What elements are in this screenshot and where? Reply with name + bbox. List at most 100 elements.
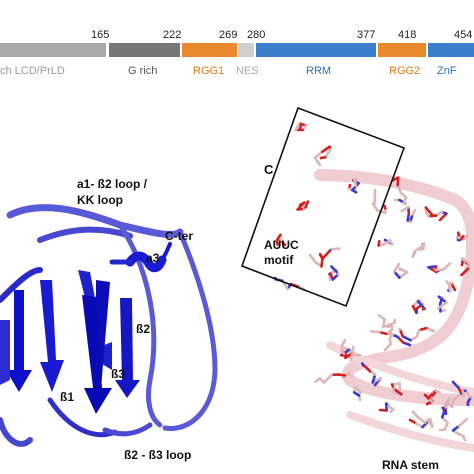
nucleotide-bond (389, 408, 395, 414)
nucleotide-sticks (273, 122, 473, 442)
nucleotide-bond (353, 178, 358, 188)
nucleotide-bond (275, 233, 282, 243)
domain-bar (0, 43, 474, 57)
label-nes: NES (236, 65, 259, 77)
segment-lcd-prld (0, 43, 106, 57)
nucleotide-bond (416, 299, 426, 311)
nucleotide-bond (421, 307, 426, 311)
nucleotide-bond (427, 418, 434, 429)
nucleotide-bond (349, 352, 354, 362)
label-c-ter: C-ter (165, 229, 194, 243)
label-rna-stem: RNA stem (382, 458, 439, 472)
segment-rgg1 (182, 43, 237, 57)
label-c: C (264, 162, 274, 177)
auuc-motif-box (240, 106, 406, 308)
label-auuc: AUUC (264, 238, 299, 252)
nucleotide-bond (381, 239, 392, 247)
nucleotide-bond (464, 389, 473, 399)
nucleotide-bond (294, 123, 300, 132)
nucleotide-bond (371, 373, 377, 384)
nucleotide-bond (440, 415, 449, 425)
label-motif: motif (264, 253, 294, 267)
label-rgg2: RGG2 (389, 65, 421, 77)
segment-rgg2 (378, 43, 426, 57)
nucleotide-bond (398, 270, 409, 279)
nucleotide-bond (340, 349, 346, 356)
label-lcd-prld: ch LCD/PrLD (0, 65, 65, 77)
nucleotide-bond (308, 253, 318, 264)
nucleotide-bond (445, 280, 451, 287)
nucleotide-bond (437, 301, 448, 310)
position-418: 418 (398, 29, 417, 41)
nucleotide-bond (392, 262, 401, 273)
nucleotide-bond (454, 430, 465, 438)
nucleotide-bond (392, 270, 401, 279)
label-b3: ß3 (111, 367, 126, 381)
segment-g-rich (109, 43, 180, 57)
nucleotide-bond (391, 176, 400, 182)
nucleotide-bond (330, 265, 339, 274)
segment-rrm (256, 43, 376, 57)
position-454: 454 (454, 29, 473, 41)
nucleotide-bond (319, 155, 327, 160)
position-377: 377 (357, 29, 376, 41)
label-rgg1: RGG1 (193, 65, 225, 77)
rna-structure (240, 106, 474, 452)
nucleotide-bond (442, 262, 452, 271)
nucleotide-bond (425, 326, 436, 333)
protein-ribbon (0, 204, 218, 447)
nucleotide-bond (424, 206, 434, 217)
nucleotide-bond (330, 247, 341, 251)
nucleotide-bond (371, 202, 379, 212)
label-znf: ZnF (437, 65, 457, 77)
label-a1-b2-loop: a1- ß2 loop / (77, 177, 148, 191)
segment-znf (428, 43, 474, 57)
nucleotide-bond (460, 267, 470, 277)
nucleotide-bond (414, 328, 421, 339)
position-269: 269 (219, 29, 238, 41)
label-kk-loop: KK loop (77, 193, 123, 207)
nucleotide-bond (313, 156, 322, 167)
label-a3: a3 (146, 251, 160, 265)
nucleotide-bond (457, 417, 468, 428)
nucleotide-bond (413, 245, 423, 253)
position-222: 222 (163, 29, 182, 41)
nucleotide-bond (438, 212, 448, 222)
nucleotide-bond (322, 373, 334, 384)
label-rrm: RRM (306, 65, 332, 77)
nucleotide-bond (441, 406, 448, 416)
nucleotide-bond (383, 342, 393, 352)
nucleotide-bond (460, 235, 465, 241)
nucleotide-bond (435, 389, 442, 394)
nucleotide-bond (321, 145, 331, 154)
segment-nes (238, 43, 254, 57)
nucleotide-bond (314, 377, 322, 384)
label-g-rich: G rich (128, 65, 158, 77)
nucleotide-bond (323, 148, 332, 159)
nucleotide-bond (321, 248, 332, 260)
nucleotide-bond (437, 295, 448, 305)
nucleotide-bond (460, 257, 471, 265)
label-b2-b3-loop: ß2 - ß3 loop (124, 448, 192, 462)
nucleotide-bond (377, 239, 381, 247)
nucleotide-bond (304, 200, 310, 209)
nucleotide-bond (396, 335, 405, 344)
nucleotide-bond (352, 391, 361, 397)
nucleotide-bond (400, 205, 411, 213)
nucleotide-bond (360, 362, 365, 367)
position-165: 165 (91, 29, 110, 41)
nucleotide-bond (411, 410, 420, 420)
nucleotide-bond (396, 183, 403, 195)
label-b2: ß2 (136, 322, 151, 336)
nucleotide-bond (383, 204, 387, 210)
nucleotide-bond (452, 392, 463, 401)
nucleotide-bond (370, 330, 381, 334)
nucleotide-bond (377, 314, 386, 321)
position-280: 280 (247, 29, 266, 41)
nucleotide-bond (451, 380, 460, 389)
nucleotide-bond (401, 334, 412, 342)
nucleotide-bond (417, 416, 427, 424)
label-b1: ß1 (60, 390, 75, 404)
nucleotide-bond (313, 150, 324, 160)
